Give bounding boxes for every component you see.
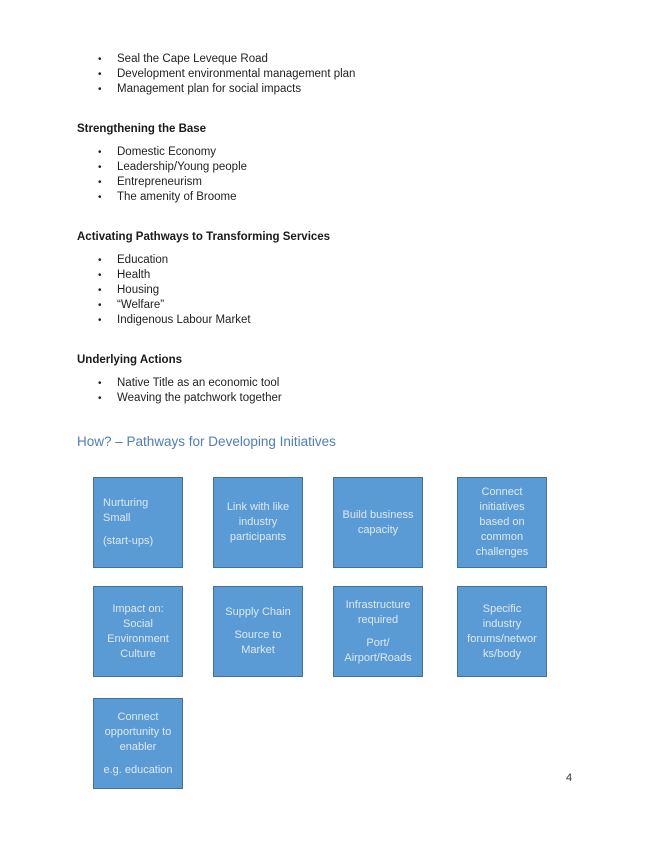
flow-box-line: common <box>480 531 524 543</box>
bullet-icon: • <box>98 177 102 188</box>
list-item: • Entrepreneurism <box>98 175 577 190</box>
bullet-text: Development environmental management pla… <box>117 68 356 80</box>
flow-box: Link with like industry participants <box>213 477 303 568</box>
bullet-text: Native Title as an economic tool <box>117 377 280 389</box>
flow-box-line: Link with like <box>226 501 290 513</box>
bullet-icon: • <box>98 270 102 281</box>
bullet-icon: • <box>98 315 102 326</box>
flow-box-line <box>336 628 420 636</box>
flow-box-line: Port/ <box>366 636 390 649</box>
intro-list-slot: • Seal the Cape Leveque Road • Development … <box>77 52 577 97</box>
bullet-icon: • <box>98 255 102 266</box>
bullet-text: Leadership/Young people <box>117 161 248 173</box>
list-item: • Native Title as an economic tool <box>98 376 577 391</box>
flow-box-line: Social <box>123 617 153 630</box>
flow-box-line: Culture <box>120 647 156 660</box>
flow-box-line: Specific <box>482 602 522 615</box>
flow-box-line: Small <box>103 512 131 524</box>
bullet-icon: • <box>98 300 102 311</box>
bullet-text: “Welfare” <box>117 299 165 311</box>
flow-box-line: Impact on: <box>112 602 164 615</box>
bullet-text: Indigenous Labour Market <box>117 314 251 326</box>
flow-box-line <box>103 526 180 534</box>
flow-box-line: Market <box>241 644 275 656</box>
flow-box-line: Connect <box>481 486 523 498</box>
flow-box-line: Build business <box>342 508 414 521</box>
bullet-icon: • <box>98 147 102 158</box>
page-number: 4 <box>566 772 573 784</box>
bullet-icon: • <box>98 162 102 173</box>
flow-box-line <box>216 620 300 628</box>
flow-box-line: capacity <box>357 523 399 536</box>
list-item: • Leadership/Young people <box>98 160 577 175</box>
list-item: • Indigenous Labour Market <box>98 313 577 328</box>
flow-box-line: Supply Chain <box>225 606 291 618</box>
list-item: • “Welfare” <box>98 298 577 313</box>
bullet-icon: • <box>98 69 102 80</box>
flow-box-line: Airport/Roads <box>344 651 412 664</box>
bullet-list: • Education • Health • Housing • “Welfare” • Indi… <box>77 253 577 328</box>
flow-box-line: Connect <box>117 710 159 723</box>
bullet-icon: • <box>98 84 102 95</box>
flow-box-line: ks/body <box>483 647 521 660</box>
flow-box-line: challenges <box>475 546 529 558</box>
flow-box: Specific industry forums/networ ks/body <box>457 586 547 677</box>
section-heading: Underlying Actions <box>77 354 182 366</box>
bullet-text: Health <box>117 269 151 281</box>
bullet-text: Management plan for social impacts <box>117 83 302 95</box>
section-heading: Activating Pathways to Transforming Serv… <box>77 231 331 243</box>
flow-box-line: initiatives <box>479 501 525 513</box>
bullet-list: • Domestic Economy • Leadership/Young peopl… <box>77 145 577 205</box>
flow-box-line: (start-ups) <box>103 535 154 547</box>
list-item: • Seal the Cape Leveque Road <box>98 52 577 67</box>
bullet-text: Weaving the patchwork together <box>117 392 282 404</box>
flow-box-line: required <box>357 613 399 626</box>
bullet-text: Housing <box>117 284 160 296</box>
bullet-list: • Native Title as an economic tool • Weavin… <box>77 376 577 406</box>
bullet-icon: • <box>98 192 102 203</box>
flow-box: Connect initiatives based on common challeng… <box>457 477 547 568</box>
pathways-subheading: How? – Pathways for Developing Initiativ… <box>77 434 336 449</box>
flow-box-line: enabler <box>119 740 157 753</box>
list-item: • Health <box>98 268 577 283</box>
flow-box: Build business capacity <box>333 477 423 568</box>
flow-box-line: based on <box>479 516 525 528</box>
flow-box-line: Source to <box>234 629 282 641</box>
flow-box-line: forums/networ <box>467 632 537 645</box>
flow-box-line: e.g. education <box>103 763 173 776</box>
list-item: • Weaving the patchwork together <box>98 391 577 406</box>
bullet-text: Domestic Economy <box>117 146 217 158</box>
flow-box: Connect opportunity to enabler e.g. educati… <box>93 698 183 789</box>
bullet-icon: • <box>98 54 102 65</box>
list-item: • Housing <box>98 283 577 298</box>
section-heading: Strengthening the Base <box>77 123 207 135</box>
list-item: • Education <box>98 253 577 268</box>
sections-slot: Strengthening the Base•Domestic Economy•… <box>77 122 577 406</box>
list-item: • Management plan for social impacts <box>98 82 577 97</box>
bullet-icon: • <box>98 393 102 404</box>
flow-box-line: Infrastructure <box>345 598 411 611</box>
list-item: • Development environmental management pl… <box>98 67 577 82</box>
flow-box-line: industry <box>482 617 522 630</box>
list-item: • The amenity of Broome <box>98 190 577 205</box>
document-body: • Seal the Cape Leveque Road • Development … <box>77 52 577 462</box>
bullet-text: Entrepreneurism <box>117 176 203 188</box>
flow-box-line: opportunity to <box>104 725 172 738</box>
flow-box-line <box>96 755 180 763</box>
flow-box-line: Nurturing <box>103 497 149 509</box>
flow-box-line: Environment <box>107 632 169 645</box>
bullet-list: • Seal the Cape Leveque Road • Development … <box>77 52 577 97</box>
bullet-text: Seal the Cape Leveque Road <box>117 53 268 65</box>
flow-box-line: participants <box>229 531 287 543</box>
list-item: • Domestic Economy <box>98 145 577 160</box>
bullet-icon: • <box>98 285 102 296</box>
bullet-icon: • <box>98 378 102 389</box>
bullet-text: The amenity of Broome <box>117 191 237 203</box>
flow-box-line: industry <box>238 516 278 528</box>
bullet-text: Education <box>117 254 169 266</box>
